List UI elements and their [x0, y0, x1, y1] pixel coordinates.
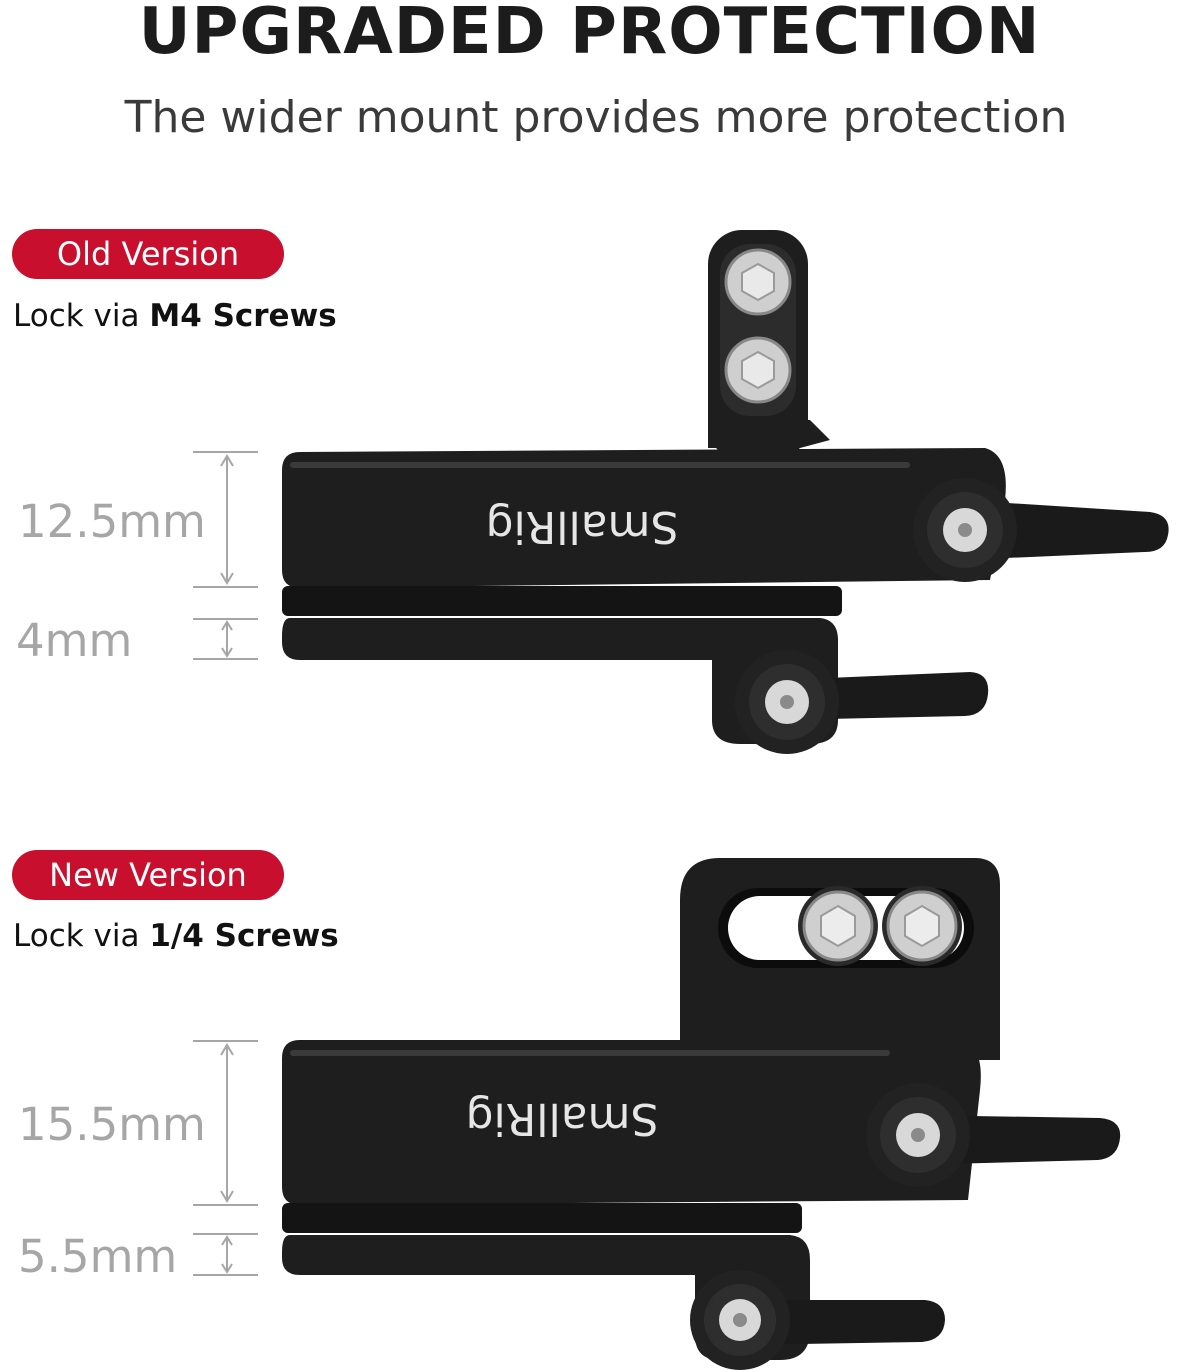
- new-lock-prefix: Lock via: [13, 918, 150, 954]
- new-version-lock-text: Lock via 1/4 Screws: [13, 918, 339, 954]
- new-dimension-lines: [193, 1040, 258, 1276]
- new-upper-thickness-label: 15.5mm: [18, 1098, 206, 1151]
- old-lower-lever: [735, 650, 989, 754]
- old-lower-thickness-label: 4mm: [16, 614, 133, 667]
- new-version-mount-image: SmallRig: [0, 850, 1179, 1372]
- old-lock-screw-type: M4 Screws: [149, 298, 337, 334]
- new-smallrig-logo: SmallRig: [466, 1093, 659, 1144]
- old-lower-clamp: [282, 586, 842, 616]
- new-upper-clamp: [282, 1040, 981, 1205]
- old-upper-clamp: [282, 448, 1006, 588]
- new-hex-screw-2: [882, 886, 962, 966]
- page-title: UPGRADED PROTECTION: [138, 0, 1041, 69]
- old-dimension-lines: [193, 451, 258, 660]
- old-version-lock-text: Lock via M4 Screws: [13, 298, 337, 334]
- old-hex-screw-2: [724, 336, 792, 404]
- new-lower-lever: [690, 1270, 945, 1370]
- old-upper-thickness-label: 12.5mm: [18, 495, 206, 548]
- old-version-mount-image: SmallRig: [0, 220, 1179, 760]
- old-upper-lever: [913, 478, 1169, 582]
- new-upper-lever: [866, 1083, 1121, 1187]
- new-hex-screw: [798, 886, 878, 966]
- new-version-badge: New Version: [12, 850, 284, 900]
- old-smallrig-logo: SmallRig: [486, 501, 679, 552]
- old-hex-screw: [724, 248, 792, 316]
- new-lock-screw-type: 1/4 Screws: [149, 918, 339, 954]
- old-lock-prefix: Lock via: [13, 298, 150, 334]
- new-lower-clamp: [282, 1203, 802, 1233]
- page-subtitle: The wider mount provides more protection: [124, 92, 1068, 143]
- old-version-badge: Old Version: [12, 229, 284, 279]
- new-lower-thickness-label: 5.5mm: [18, 1230, 178, 1283]
